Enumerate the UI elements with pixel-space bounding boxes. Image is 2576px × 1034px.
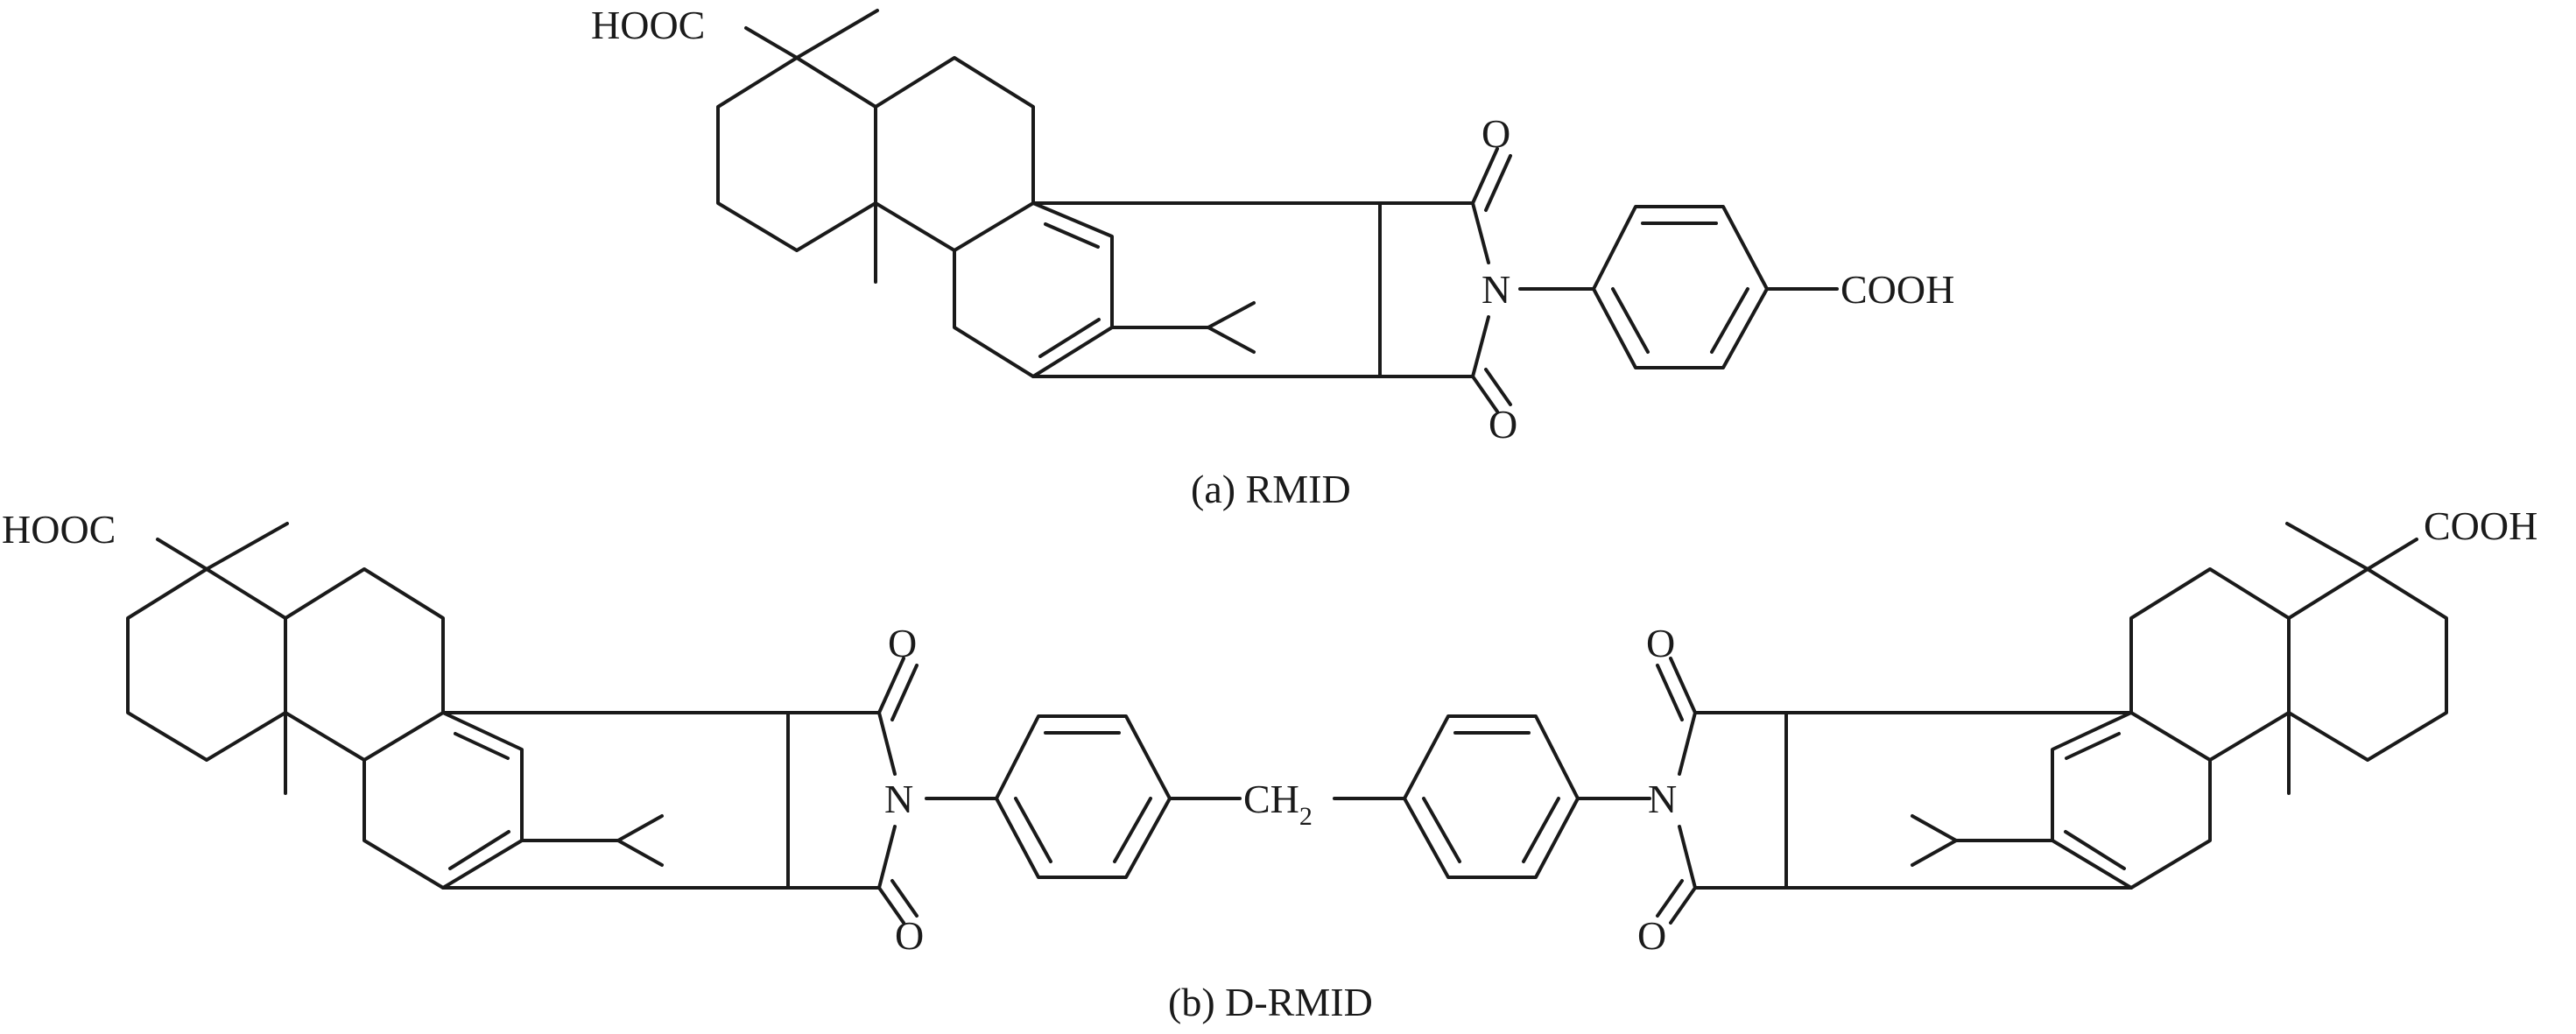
rmid-o-bottom-label: O [1489,402,1517,447]
rmid-o-top-label: O [1482,111,1510,156]
drmid-o-left-top-label: O [888,621,917,665]
drmid-right-ring-c [2051,711,2212,890]
d-rmid-structure: HOOC O N O CH2 O N O COOH (b) D-RMID [2,503,2537,1024]
drmid-o-left-bottom-label: O [895,913,924,958]
drmid-n-right-label: N [1648,777,1677,821]
drmid-hooc-label: HOOC [2,507,116,552]
drmid-left-ring-c [362,711,524,890]
drmid-o-right-bottom-label: O [1637,913,1666,958]
drmid-n-left-label: N [884,777,913,821]
rmid-phenyl [1592,205,1769,369]
rmid-ring-a [716,56,877,252]
caption-a: (a) RMID [1191,467,1351,511]
drmid-left-ring-b [284,567,445,762]
rmid-methyl-1 [795,9,879,60]
drmid-right-ring-a [2287,567,2448,762]
drmid-left-phenyl [995,714,1172,879]
drmid-cooh-label: COOH [2424,503,2537,548]
drmid-left-ring-a [126,567,287,762]
drmid-right-ring-b [2129,567,2291,762]
rmid-n-label: N [1482,267,1510,312]
rmid-ring-c [953,201,1114,378]
rmid-cooh-label: COOH [1841,267,1954,312]
rmid-hooc-label: HOOC [591,3,705,47]
rmid-hooc-bond [744,26,799,60]
caption-b: (b) D-RMID [1168,980,1373,1024]
drmid-o-right-top-label: O [1646,621,1675,665]
rmid-structure: HOOC O N O COOH (a) RMID [591,3,1954,511]
drmid-ch2-label: CH2 [1243,777,1313,831]
drmid-right-phenyl [1403,714,1580,879]
rmid-ring-b [874,56,1035,252]
